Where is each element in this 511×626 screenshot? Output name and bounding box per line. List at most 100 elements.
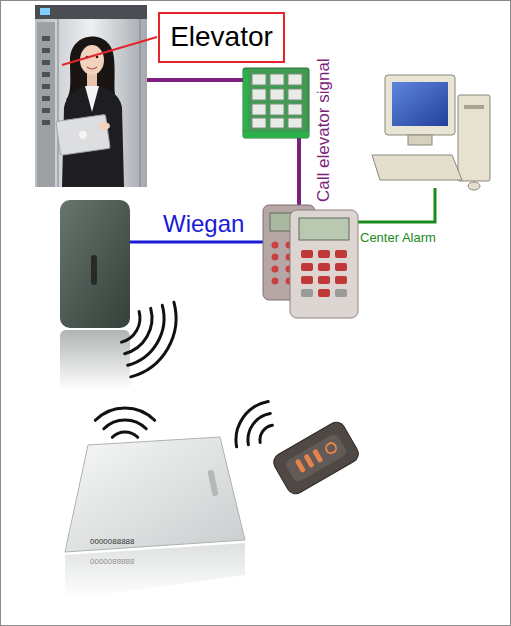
- key: [301, 263, 313, 271]
- relays: [252, 74, 302, 128]
- key: [318, 250, 330, 258]
- fob-mark: [295, 459, 306, 474]
- reader-reflection: [60, 330, 130, 390]
- elevator-button: [42, 36, 50, 41]
- reader-slot: [91, 255, 97, 285]
- relay: [270, 89, 284, 100]
- door-seam: [140, 19, 141, 187]
- mouse: [468, 182, 480, 190]
- elevator-wall: [35, 5, 147, 187]
- relay: [288, 118, 302, 128]
- button-panel: [37, 22, 55, 187]
- signal-wire: [147, 78, 243, 82]
- elevator-button: [42, 120, 50, 125]
- card-body: [65, 437, 245, 552]
- floor-display: [40, 8, 50, 15]
- relay: [288, 74, 302, 85]
- wave: [104, 420, 146, 429]
- alarm-label: Center Alarm: [360, 231, 436, 246]
- wave: [248, 413, 270, 444]
- access-controller: [263, 205, 358, 318]
- relay: [252, 118, 266, 128]
- woman-face: [80, 45, 104, 75]
- key: [272, 278, 279, 285]
- elevator-button: [42, 84, 50, 89]
- key: [301, 289, 313, 297]
- woman-hand: [98, 122, 110, 130]
- door-seam: [58, 19, 59, 187]
- signal-label: Call elevator signal: [314, 58, 334, 202]
- signal-wire: [297, 138, 301, 207]
- card-number-reflection: 0000088888: [90, 557, 135, 566]
- controller-lcd: [299, 218, 349, 240]
- relay: [270, 104, 284, 115]
- fob-face: [284, 433, 348, 484]
- reader-body: [60, 200, 130, 328]
- wave: [112, 432, 137, 437]
- woman-smile: [87, 67, 97, 69]
- terminal-block: [243, 70, 248, 130]
- wave: [236, 402, 268, 447]
- keypad: [301, 250, 347, 297]
- monitor-screen: [392, 82, 448, 126]
- wave: [131, 302, 176, 377]
- key: [301, 276, 313, 284]
- key: [318, 289, 330, 297]
- key: [335, 250, 347, 258]
- relay: [270, 74, 284, 85]
- monitor: [385, 75, 455, 135]
- elevator-header: [35, 5, 147, 19]
- elevator-button: [42, 72, 50, 77]
- controller-case: [290, 210, 358, 318]
- card-slot: [207, 470, 218, 497]
- fob-mark: [303, 454, 314, 469]
- relay: [288, 89, 302, 100]
- key: [335, 289, 347, 297]
- pc-tower: [458, 95, 490, 181]
- card-waves: [95, 408, 154, 437]
- key-fob: [270, 419, 361, 497]
- card-number: 0000088888: [90, 537, 135, 546]
- monitor-stand: [408, 135, 432, 145]
- laptop-body: [56, 115, 110, 156]
- alarm-wire: [358, 188, 435, 222]
- wave: [128, 305, 164, 365]
- key: [301, 250, 313, 258]
- relay: [252, 104, 266, 115]
- elevator-button: [42, 108, 50, 113]
- woman-shirt: [85, 86, 99, 112]
- pcb: [243, 68, 309, 138]
- fob-waves: [236, 402, 272, 447]
- relay: [270, 118, 284, 128]
- elevator-button: [42, 96, 50, 101]
- wave: [95, 408, 154, 420]
- card-reflection: [65, 543, 245, 600]
- woman-eye: [96, 56, 99, 59]
- relay: [252, 89, 266, 100]
- wave: [125, 308, 152, 353]
- wave: [122, 312, 140, 343]
- reader-waves: [122, 302, 176, 377]
- wave: [260, 425, 272, 442]
- laptop: [56, 115, 110, 156]
- proximity-card: [65, 437, 245, 600]
- fob-mark: [324, 441, 338, 455]
- key: [272, 254, 279, 261]
- key: [318, 276, 330, 284]
- fob-mark: [312, 449, 323, 464]
- key: [272, 266, 279, 273]
- bus-label: Wiegan: [163, 210, 244, 238]
- relay-board: [243, 68, 309, 138]
- wiegand-wire: [130, 241, 263, 244]
- key: [335, 263, 347, 271]
- elevator-photo: [35, 5, 147, 187]
- callout-label: Elevator: [170, 22, 273, 53]
- card-reader: [60, 200, 130, 390]
- elevator-buttons: [42, 36, 50, 125]
- drive-bay: [464, 105, 484, 109]
- terminal-block: [243, 132, 309, 138]
- laptop-logo: [78, 130, 87, 139]
